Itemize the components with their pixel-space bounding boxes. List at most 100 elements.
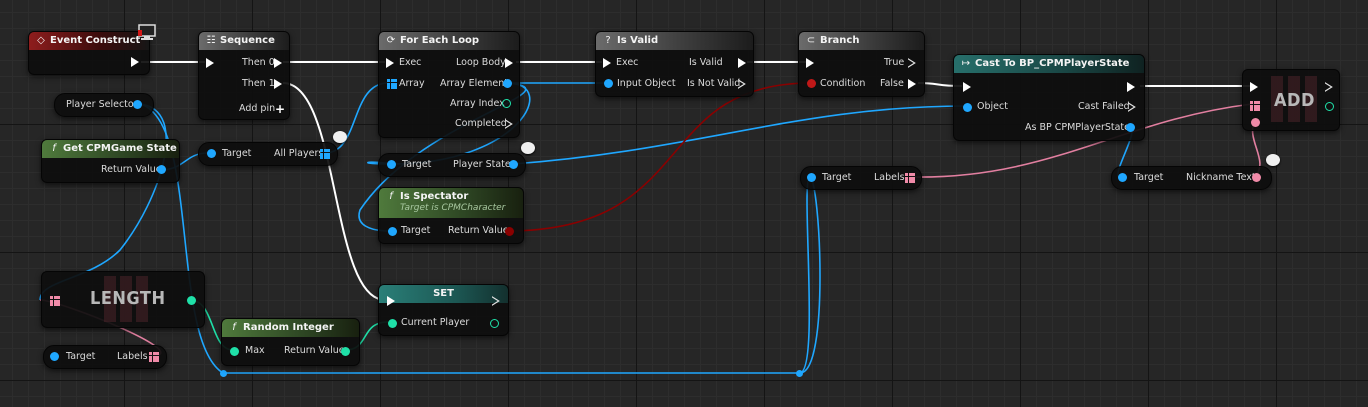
target-pin[interactable] (388, 227, 397, 236)
question-icon: ? (605, 35, 611, 46)
labels-bottom-node[interactable]: Target Labels (43, 345, 167, 369)
then0-exec-pin[interactable] (274, 58, 282, 68)
target-pin[interactable] (807, 173, 816, 182)
exec-input-pin[interactable] (963, 82, 971, 92)
node-header: ⟳For Each Loop (379, 32, 519, 50)
wire-spectator-condition (507, 82, 812, 232)
exec-input-pin[interactable] (603, 58, 611, 68)
array-element-pin[interactable] (503, 79, 512, 88)
length-output-pin[interactable] (187, 296, 196, 305)
nickname-text-node[interactable]: Target Nickname Text (1111, 166, 1272, 190)
comment-bubble-icon[interactable] (333, 131, 347, 143)
player-state-node[interactable]: Target Player State (378, 153, 526, 177)
item-input-pin[interactable] (1251, 118, 1260, 127)
exec-output-pin[interactable] (1325, 82, 1333, 92)
exec-input-pin[interactable] (806, 58, 814, 68)
exec-output-pin[interactable] (492, 296, 500, 306)
cast-failed-exec-pin[interactable] (1128, 102, 1136, 112)
cast-to-node[interactable]: ↦Cast To BP_CPMPlayerState Object Cast F… (953, 54, 1145, 141)
as-state-label: As BP CPMPlayerState (1025, 122, 1131, 133)
player-state-pin[interactable] (509, 160, 518, 169)
exec-input-pin[interactable] (387, 296, 395, 306)
target-pin[interactable] (387, 160, 396, 169)
input-object-label: Input Object (617, 78, 676, 89)
function-icon: f (389, 191, 393, 202)
node-title: Cast To BP_CPMPlayerState (975, 58, 1130, 69)
array-input-pin[interactable] (1250, 101, 1260, 111)
array-label: Array (399, 78, 425, 89)
node-title: Random Integer (243, 322, 334, 333)
set-node[interactable]: SET Current Player (378, 284, 509, 336)
return-value-pin[interactable] (157, 165, 166, 174)
all-players-pin[interactable] (320, 149, 330, 159)
exec-output-pin[interactable] (1127, 82, 1135, 92)
exec-input-pin[interactable] (206, 58, 214, 68)
labels-pin[interactable] (905, 173, 915, 183)
nickname-text-label: Nickname Text (1186, 172, 1256, 183)
comment-bubble-icon[interactable] (1266, 154, 1280, 166)
false-label: False (880, 78, 904, 89)
array-input-pin[interactable] (387, 79, 397, 89)
is-valid-label: Is Valid (689, 57, 723, 68)
node-title: Event Construct (50, 35, 141, 46)
return-value-pin[interactable] (341, 347, 350, 356)
all-players-node[interactable]: Target All Players (198, 142, 338, 166)
loop-body-exec-pin[interactable] (505, 58, 513, 68)
current-player-output-pin[interactable] (490, 319, 499, 328)
current-player-pin[interactable] (388, 319, 397, 328)
is-valid-exec-pin[interactable] (738, 58, 746, 68)
exec-input-pin[interactable] (1250, 82, 1258, 92)
return-value-pin[interactable] (505, 227, 514, 236)
exec-output-pin[interactable] (131, 57, 139, 67)
event-construct-node[interactable]: ◇ Event Construct (28, 31, 150, 75)
index-output-pin[interactable] (1325, 102, 1334, 111)
reroute-knot[interactable] (220, 370, 227, 377)
length-node[interactable]: LENGTH (41, 271, 205, 328)
sequence-node[interactable]: ☷Sequence Then 0 Then 1 Add pin + (198, 31, 290, 120)
add-node[interactable]: ADD (1242, 69, 1340, 131)
as-state-pin[interactable] (1126, 123, 1135, 132)
comment-bubble-icon[interactable] (521, 142, 535, 154)
add-pin-button[interactable]: Add pin (239, 103, 276, 114)
node-title: SET (433, 288, 454, 299)
plus-icon[interactable]: + (275, 102, 286, 116)
return-value-label: Return Value (284, 345, 345, 356)
node-title: For Each Loop (400, 35, 480, 46)
monitor-icon (138, 24, 156, 40)
branch-node[interactable]: ⊂Branch True Condition False (798, 31, 925, 97)
player-selector-pin[interactable] (133, 100, 142, 109)
diamond-event-icon: ◇ (37, 35, 45, 46)
exec-input-pin[interactable] (386, 58, 394, 68)
is-not-valid-exec-pin[interactable] (738, 79, 746, 89)
max-pin[interactable] (230, 347, 239, 356)
input-object-pin[interactable] (604, 79, 613, 88)
completed-exec-pin[interactable] (505, 119, 513, 129)
exec-wire-then1-set (282, 82, 386, 301)
target-pin[interactable] (1118, 173, 1127, 182)
condition-pin[interactable] (807, 79, 816, 88)
object-input-pin[interactable] (963, 103, 972, 112)
max-label: Max (245, 345, 265, 356)
is-valid-node[interactable]: ?Is Valid Exec Is Valid Input Object Is … (595, 31, 754, 97)
then1-exec-pin[interactable] (274, 79, 282, 89)
for-each-loop-node[interactable]: ⟳For Each Loop Exec Loop Body Array Arra… (378, 31, 520, 138)
labels-node[interactable]: Target Labels (800, 166, 922, 190)
array-input-pin[interactable] (50, 296, 60, 306)
array-watermark (104, 276, 148, 322)
node-title: Is Spectator (400, 191, 469, 202)
target-pin[interactable] (50, 352, 59, 361)
true-exec-pin[interactable] (908, 58, 916, 68)
false-exec-pin[interactable] (908, 79, 916, 89)
array-index-pin[interactable] (502, 99, 511, 108)
player-selector-node[interactable]: Player Selector (54, 93, 154, 117)
cast-icon: ↦ (961, 58, 971, 69)
labels-pin[interactable] (149, 352, 159, 362)
target-pin[interactable] (207, 149, 216, 158)
reroute-knot[interactable] (796, 370, 803, 377)
array-index-label: Array Index (450, 98, 505, 109)
nickname-text-pin[interactable] (1252, 173, 1261, 182)
